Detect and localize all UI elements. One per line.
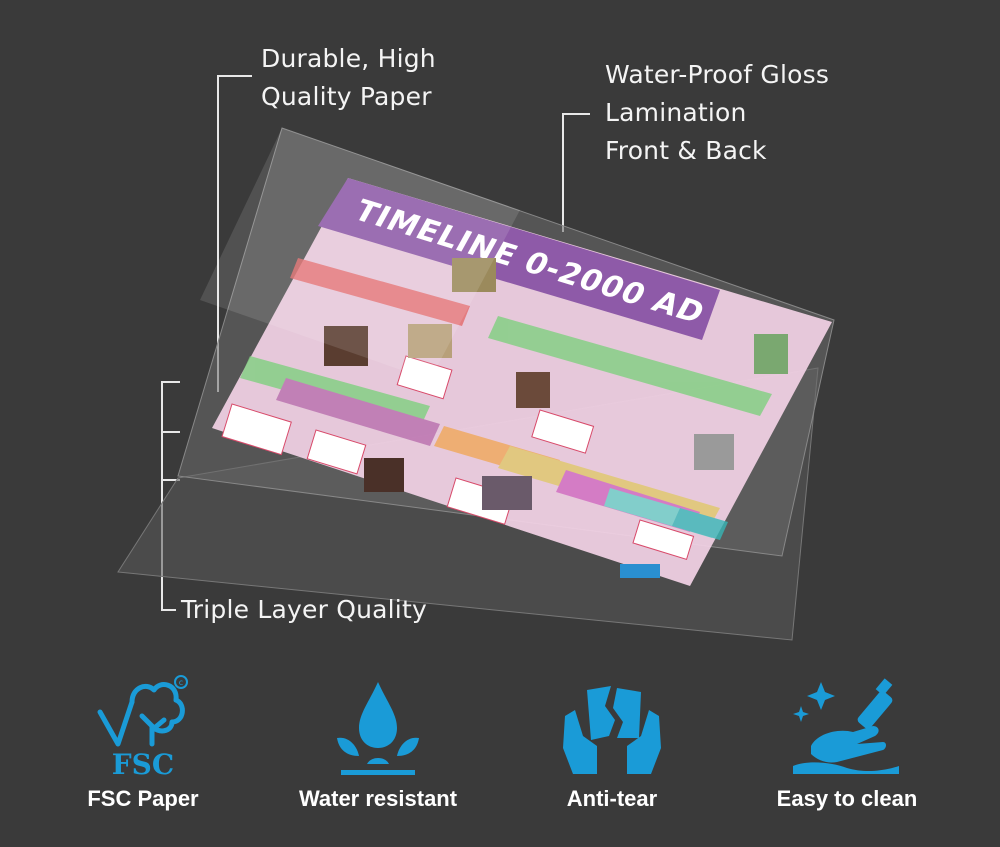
callout-line: Front & Back [605,136,767,165]
callout-line: Durable, High [261,44,436,73]
fsc-mark-text: FSC [112,748,174,780]
callout-triple-layer: Triple Layer Quality [181,591,427,629]
feature-label: Anti-tear [566,786,658,811]
fsc-tree-icon: c FSC [97,675,188,780]
poster-title-band [318,178,720,340]
water-drop-icon [337,682,419,775]
feature-anti-tear: Anti-tear [502,670,722,812]
cleaning-spray-icon [793,678,899,774]
feature-label: FSC Paper [87,786,199,811]
feature-fsc-paper: c FSC FSC Paper [33,670,253,812]
callout-lamination: Water-Proof Gloss Lamination Front & Bac… [605,56,829,170]
callout-durable-paper: Durable, High Quality Paper [261,40,436,116]
callout-line: Triple Layer Quality [181,595,427,624]
callout-line: Lamination [605,98,747,127]
callout-line: Water-Proof Gloss [605,60,830,89]
feature-label: Water resistant [298,786,458,811]
feature-easy-to-clean: Easy to clean [737,670,957,812]
feature-label: Easy to clean [776,786,918,811]
feature-water-resistant: Water resistant [268,670,488,812]
torn-paper-icon [563,686,661,774]
callout-line: Quality Paper [261,82,432,111]
svg-text:c: c [179,678,183,687]
